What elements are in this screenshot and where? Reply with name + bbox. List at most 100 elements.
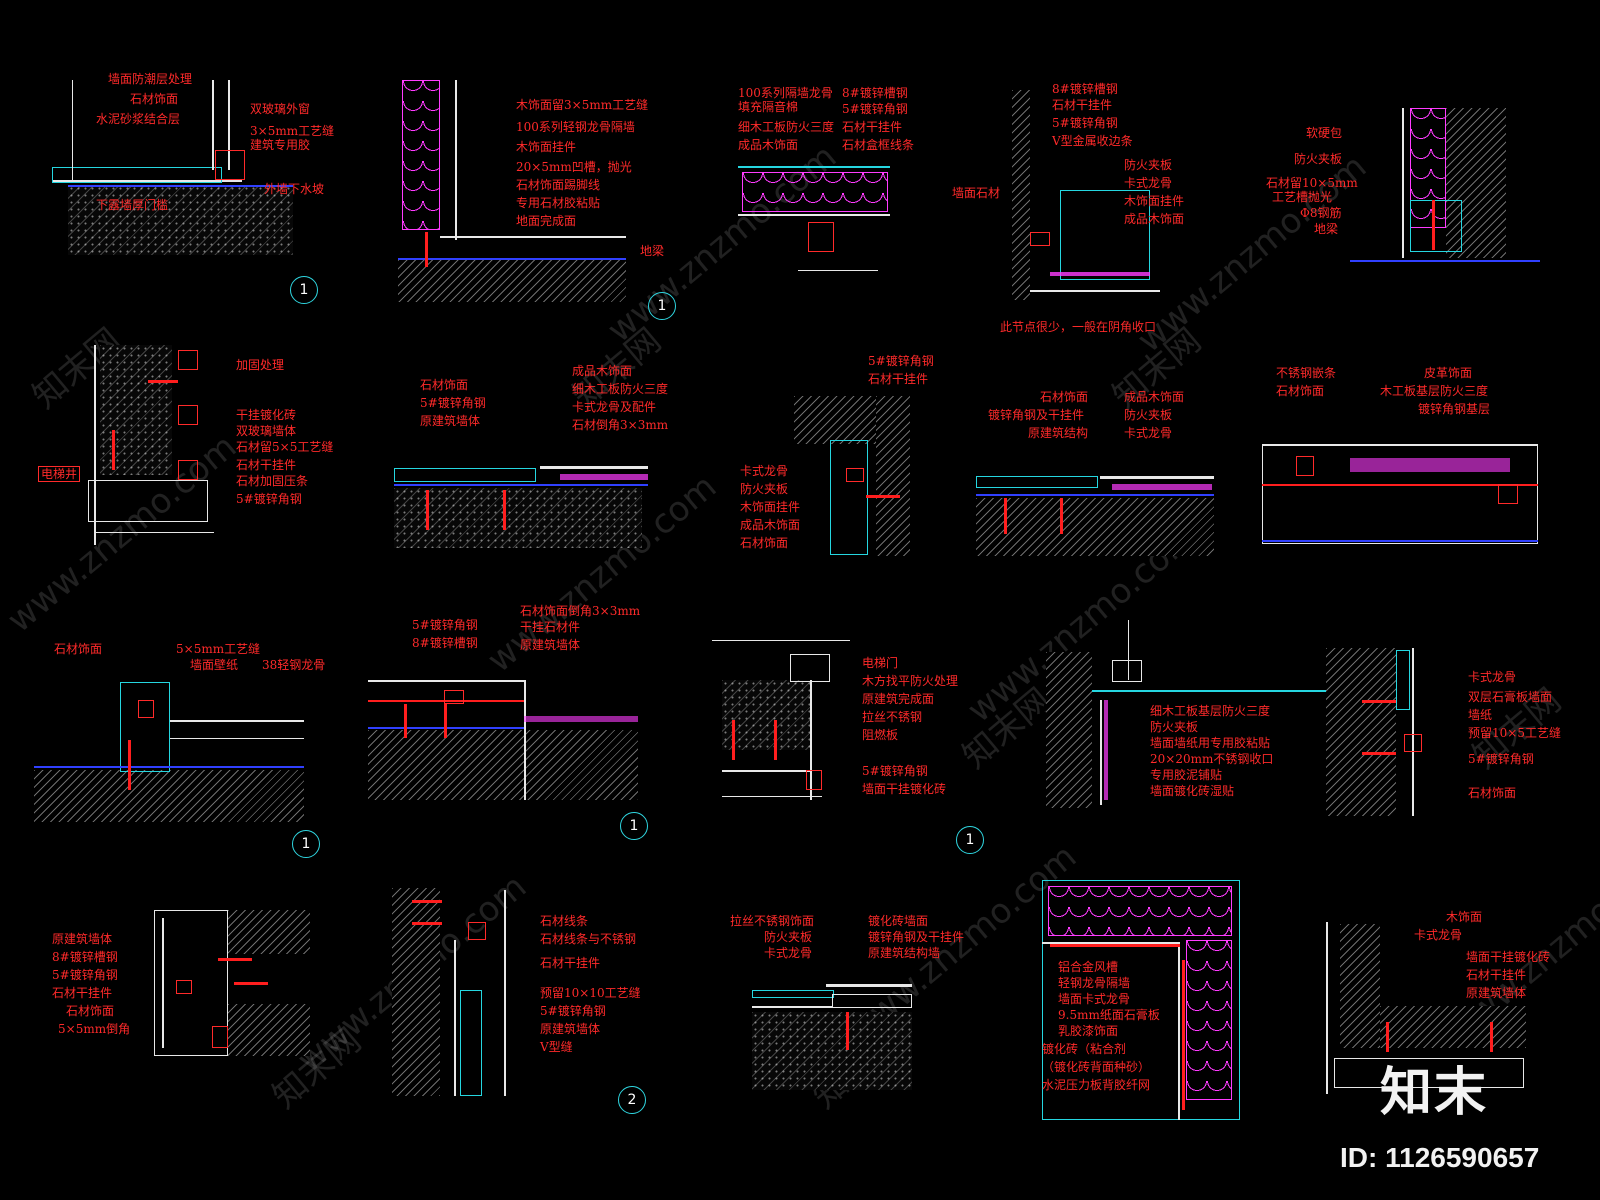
- label: 轻钢龙骨隔墙: [1058, 976, 1131, 990]
- label: 成品木饰面: [1124, 390, 1185, 404]
- label: 5×5mm倒角: [58, 1022, 131, 1036]
- label: 软硬包: [1306, 126, 1343, 140]
- label: 镀化砖（粘合剂: [1042, 1042, 1127, 1056]
- label: 石材饰面: [1468, 786, 1517, 800]
- label: 卡式龙骨及配件: [572, 400, 657, 414]
- label: 细木工板基层防火三度: [1150, 704, 1271, 718]
- label: 成品木饰面: [738, 138, 799, 152]
- label: 专用石材胶粘贴: [516, 196, 601, 210]
- label: 石材倒角3×3mm: [572, 418, 669, 432]
- label: 墙面镀化砖湿贴: [1150, 784, 1235, 798]
- label: 5#镀锌角钢: [420, 396, 486, 410]
- label: 成品木饰面: [740, 518, 801, 532]
- label: 双玻璃外窗: [250, 102, 311, 116]
- label: 石材饰面: [66, 1004, 115, 1018]
- detail-tag: 1: [648, 292, 676, 320]
- label: V型缝: [540, 1040, 573, 1054]
- label: 石材饰面: [420, 378, 469, 392]
- label: （镀化砖背面种砂）: [1042, 1060, 1151, 1074]
- label: 地梁: [640, 244, 665, 258]
- label: 防火夹板: [1294, 152, 1343, 166]
- label: 防火夹板: [1124, 158, 1173, 172]
- label: 电梯门: [862, 656, 899, 670]
- insulation: [1410, 108, 1446, 228]
- label: 石材饰面: [54, 642, 103, 656]
- label: 8#镀锌槽钢: [52, 950, 118, 964]
- detail-tag: 2: [618, 1086, 646, 1114]
- insulation: [742, 172, 888, 212]
- label: 100系列轻钢龙骨隔墙: [516, 120, 635, 134]
- label: 拉丝不锈钢: [862, 710, 923, 724]
- label: 原建筑墙体: [540, 1022, 601, 1036]
- label: 3×5mm工艺缝: [250, 124, 335, 138]
- label: 成品木饰面: [572, 364, 633, 378]
- label: 石材加固压条: [236, 474, 309, 488]
- label: 成品木饰面: [1124, 212, 1185, 226]
- label: 墙面干挂镀化砖: [862, 782, 947, 796]
- label: 木工板基层防火三度: [1380, 384, 1489, 398]
- label: 木饰面挂件: [1124, 194, 1185, 208]
- label: 拉丝不锈钢饰面: [730, 914, 815, 928]
- label: 水泥砂浆结合层: [96, 112, 181, 126]
- label: 石材干挂件: [1466, 968, 1527, 982]
- label: 防火夹板: [1150, 720, 1199, 734]
- label: 工艺槽抛光: [1272, 190, 1333, 204]
- image-id-label: ID: 1126590657: [1340, 1142, 1540, 1173]
- label: 卡式龙骨: [1124, 426, 1173, 440]
- label: 墙面壁纸: [190, 658, 239, 672]
- label: 8#镀锌槽钢: [412, 636, 478, 650]
- label: 石材干挂件: [540, 956, 601, 970]
- label: Φ8钢筋: [1300, 206, 1342, 220]
- label: 填充隔音棉: [738, 100, 799, 114]
- label: 石材饰面: [1040, 390, 1089, 404]
- insulation: [1048, 886, 1232, 936]
- label: 原建筑墙体: [520, 638, 581, 652]
- label: 石材线条与不锈钢: [540, 932, 637, 946]
- label: 5#镀锌角钢: [842, 102, 908, 116]
- insulation: [1186, 940, 1232, 1100]
- label: 铝合金风槽: [1058, 960, 1119, 974]
- detail-tag: 1: [956, 826, 984, 854]
- label: 墙面干挂镀化砖: [1466, 950, 1551, 964]
- label: 8#镀锌槽钢: [842, 86, 908, 100]
- label: 石材留10×5mm: [1266, 176, 1358, 190]
- label: 防火夹板: [740, 482, 789, 496]
- label: 石材饰面踢脚线: [516, 178, 601, 192]
- label: 卡式龙骨: [764, 946, 813, 960]
- label: 细木工板防火三度: [572, 382, 669, 396]
- label: 5#镀锌角钢: [236, 492, 302, 506]
- label: 电梯井: [38, 466, 81, 482]
- label: 卡式龙骨: [1468, 670, 1517, 684]
- label: 水泥压力板背胶纤网: [1042, 1078, 1151, 1092]
- label: 双玻璃墙体: [236, 424, 297, 438]
- label: 地梁: [1314, 222, 1339, 236]
- detail-tag: 1: [292, 830, 320, 858]
- label: 5×5mm工艺缝: [176, 642, 261, 656]
- label: 干挂石材件: [520, 620, 581, 634]
- label: 原建筑完成面: [862, 692, 935, 706]
- label: 石材干挂件: [868, 372, 929, 386]
- label: 原建筑墙体: [1466, 986, 1527, 1000]
- label: 石材干挂件: [1052, 98, 1113, 112]
- label: 墙面石材: [952, 186, 1001, 200]
- label: 干挂镀化砖: [236, 408, 297, 422]
- label: 镀锌角钢及干挂件: [868, 930, 965, 944]
- label: 镀化砖墙面: [868, 914, 929, 928]
- label: 5#镀锌角钢: [862, 764, 928, 778]
- label: 石材干挂件: [52, 986, 113, 1000]
- label: 下露墙厚门槛: [96, 198, 169, 212]
- label: 卡式龙骨: [1124, 176, 1173, 190]
- label: 石材饰面: [1276, 384, 1325, 398]
- label: 防火夹板: [764, 930, 813, 944]
- label: 原建筑结构: [1028, 426, 1089, 440]
- label: 5#镀锌角钢: [412, 618, 478, 632]
- label: 镀锌角钢及干挂件: [988, 408, 1085, 422]
- label: 木饰面: [1446, 910, 1483, 924]
- label: 卡式龙骨: [740, 464, 789, 478]
- label: 墙纸: [1468, 708, 1493, 722]
- label: 不锈钢嵌条: [1276, 366, 1337, 380]
- detail-tag: 1: [290, 276, 318, 304]
- label: 外墙下水坡: [264, 182, 325, 196]
- label: 皮革饰面: [1424, 366, 1473, 380]
